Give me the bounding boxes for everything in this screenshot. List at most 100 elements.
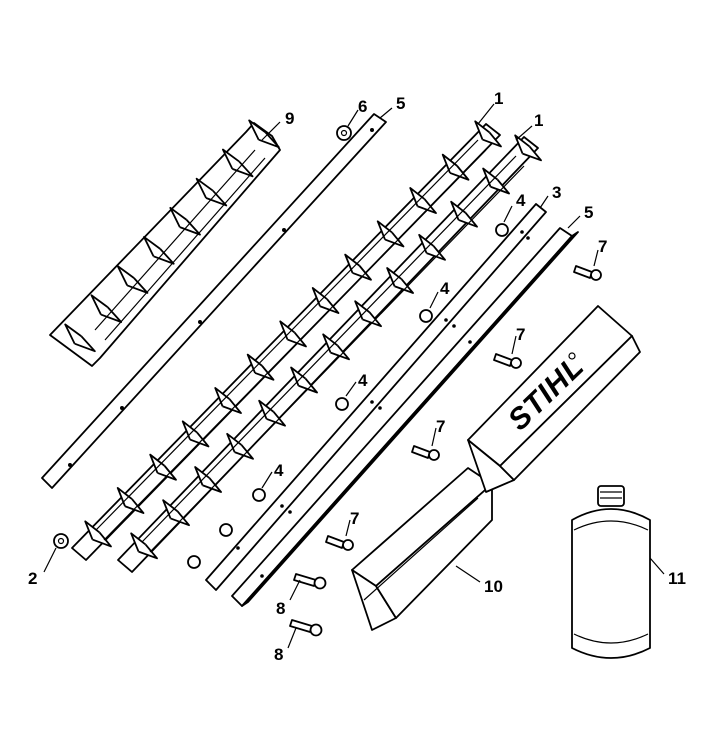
blade-tooth xyxy=(514,134,531,154)
blade-tooth xyxy=(409,187,426,207)
part-1-lower-teeth xyxy=(130,134,542,560)
blade-tooth xyxy=(234,444,254,460)
part-9-blade[interactable] xyxy=(49,119,281,367)
part-5-guide-bar-left[interactable] xyxy=(41,113,387,489)
part-5-guide-bar-right[interactable] xyxy=(231,227,579,607)
part-4-spacer-a[interactable] xyxy=(495,223,509,237)
callout-4-b: 4 xyxy=(440,279,450,298)
blade-tooth xyxy=(169,206,188,228)
blade-tooth xyxy=(426,245,446,261)
part-10-guard-lower[interactable] xyxy=(351,467,493,631)
part-7-screw-d[interactable] xyxy=(325,535,354,551)
part-7-screw-b[interactable] xyxy=(493,353,522,369)
callout-7-c: 7 xyxy=(436,417,445,436)
part-1-upper-teeth xyxy=(84,120,502,548)
blade-tooth xyxy=(254,365,275,381)
blade-tooth xyxy=(90,294,109,315)
blade-tooth xyxy=(124,498,145,514)
callout-5-upper: 5 xyxy=(396,94,405,113)
part-11-lubricant-bottle[interactable] xyxy=(571,485,651,659)
blade-tooth xyxy=(482,167,499,188)
guard-upper[interactable]: STIHL xyxy=(467,305,641,493)
part-2-nut[interactable] xyxy=(53,533,69,549)
part-8-screw-b[interactable] xyxy=(289,619,323,637)
blade-tooth xyxy=(287,331,307,348)
part-7-screw-a[interactable] xyxy=(573,265,602,281)
callout-8-b: 8 xyxy=(274,645,283,664)
blade-tooth xyxy=(149,453,166,474)
blade-tooth xyxy=(362,311,382,328)
callout-11: 11 xyxy=(668,569,686,588)
part-9-teeth xyxy=(64,119,280,353)
blade-tooth xyxy=(384,231,405,248)
blade-tooth xyxy=(354,300,371,320)
blade-tooth xyxy=(179,219,201,236)
blade-tooth xyxy=(222,398,242,414)
callout-1-lower: 1 xyxy=(534,111,543,130)
blade-tooth xyxy=(153,248,175,265)
part-7-screw-c[interactable] xyxy=(411,445,440,461)
part-4-spacer-c[interactable] xyxy=(335,397,349,411)
blade-tooth xyxy=(126,277,149,294)
blade-tooth xyxy=(258,399,275,420)
blade-tooth xyxy=(376,220,393,240)
blade-tooth xyxy=(226,432,243,453)
callout-9: 9 xyxy=(285,109,294,128)
blade-tooth xyxy=(116,265,135,286)
callout-8-a: 8 xyxy=(276,599,285,618)
blade-tooth xyxy=(482,131,502,148)
blade-tooth xyxy=(181,420,198,440)
blade-tooth xyxy=(143,236,161,257)
blade-tooth xyxy=(352,265,372,281)
blade-tooth xyxy=(474,120,491,140)
part-1-blade-upper[interactable] xyxy=(71,120,502,561)
blade-tooth xyxy=(92,531,112,548)
callout-7-a: 7 xyxy=(598,237,607,256)
callout-4-c: 4 xyxy=(358,371,368,390)
blade-tooth xyxy=(441,153,458,174)
callout-4-a: 4 xyxy=(516,191,526,210)
part-4-spacer-d[interactable] xyxy=(187,488,266,569)
blade-tooth xyxy=(248,119,266,141)
callout-7-d: 7 xyxy=(350,509,359,528)
blade-tooth xyxy=(386,267,403,287)
blade-tooth xyxy=(157,465,177,481)
blade-tooth xyxy=(266,411,286,427)
blade-tooth xyxy=(130,532,147,552)
callout-4-d: 4 xyxy=(274,461,284,480)
blade-tooth xyxy=(170,510,190,527)
blade-tooth xyxy=(189,431,210,448)
leader-lines xyxy=(43,103,665,649)
part-6-nut[interactable] xyxy=(336,125,352,141)
blade-tooth xyxy=(195,177,214,199)
blade-tooth xyxy=(490,178,510,195)
blade-tooth xyxy=(74,335,96,353)
blade-tooth xyxy=(138,543,158,560)
callout-7-b: 7 xyxy=(516,325,525,344)
blade-tooth xyxy=(232,160,254,178)
part-3-guide-bar[interactable] xyxy=(205,203,547,591)
blade-tooth xyxy=(522,145,542,162)
callout-1-upper: 1 xyxy=(494,89,503,108)
callout-2: 2 xyxy=(28,569,37,588)
blade-tooth xyxy=(279,320,296,340)
blade-tooth xyxy=(214,387,231,407)
part-1-blade-lower[interactable] xyxy=(117,134,542,573)
blade-tooth xyxy=(298,377,318,394)
blade-tooth xyxy=(458,212,478,228)
part-4-spacer-b[interactable] xyxy=(419,309,433,323)
blade-tooth xyxy=(290,366,307,387)
callout-10: 10 xyxy=(484,577,503,596)
callout-labels: 9 6 5 1 1 4 3 5 7 4 7 4 7 4 7 2 8 8 10 1… xyxy=(28,89,686,664)
blade-tooth xyxy=(202,477,222,493)
callout-3: 3 xyxy=(552,183,561,202)
blade-tooth xyxy=(221,148,240,170)
blade-tooth xyxy=(418,233,435,254)
part-8-screw-a[interactable] xyxy=(293,573,327,590)
blade-tooth xyxy=(344,253,361,274)
blade-tooth xyxy=(84,520,101,540)
blade-tooth xyxy=(449,165,470,181)
blade-tooth xyxy=(322,333,339,353)
blade-tooth xyxy=(330,344,350,361)
callout-6: 6 xyxy=(358,97,367,116)
